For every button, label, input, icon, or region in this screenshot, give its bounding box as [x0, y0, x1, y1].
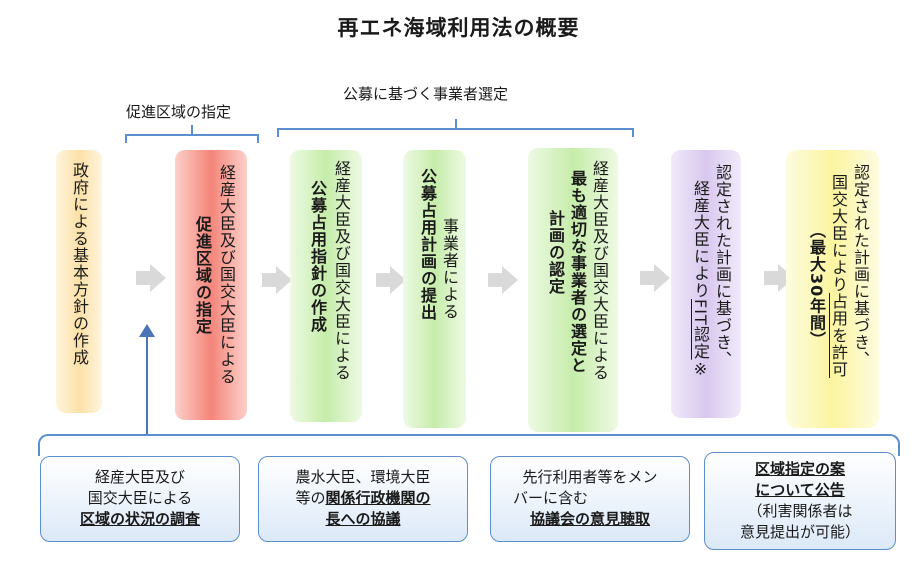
arrow-right-icon — [488, 266, 518, 294]
step-promotion-designation: 経産大臣及び国交大臣による 促進区域の指定 — [175, 150, 247, 420]
step-operator-selection: 経産大臣及び国交大臣による 最も適切な事業者の選定と 計画の認定 — [528, 148, 618, 432]
brace-label-promotion: 促進区域の指定 — [126, 103, 232, 121]
step-selection-line1: 経産大臣及び国交大臣による — [590, 160, 609, 381]
box-agency-consultation: 農水大臣、環境大臣 等の関係行政機関の 長への協議 — [258, 456, 468, 542]
step-plan-line1: 事業者による — [440, 218, 459, 320]
box-public-notice: 区域指定の案 について公告 （利害関係者は 意見提出が可能） — [704, 452, 896, 550]
step-basic-policy-line1: 政府による — [70, 162, 89, 247]
arrow-right-icon — [262, 266, 292, 294]
step-permit-line3: 占用を許可 — [829, 293, 848, 378]
box-council-line1: 先行利用者等をメン — [522, 468, 658, 486]
step-basic-policy-line2: 基本方針の作成 — [70, 247, 89, 366]
step-plan-line2: 公募占用計画の提出 — [418, 168, 437, 321]
box-area-survey: 経産大臣及び 国交大臣による 区域の状況の調査 — [40, 456, 240, 542]
step-fit-certification: 認定された計画に基づき、 経産大臣によりFIT認定※ — [671, 150, 741, 418]
bottom-brace — [38, 434, 900, 456]
box-consult-line3: 関係行政機関の — [325, 489, 431, 507]
arrow-right-icon — [136, 264, 166, 292]
up-arrow-icon — [139, 324, 155, 337]
step-fit-line3: FIT認定 — [691, 299, 710, 360]
step-occupancy-permit: 認定された計画に基づき、 国交大臣により占用を許可 （最大30年間） — [786, 150, 879, 428]
step-permit-line1: 認定された計画に基づき、 — [851, 164, 870, 368]
box-notice-line4: 意見提出が可能） — [739, 523, 860, 541]
brace-promotion — [125, 125, 259, 143]
step-promotion-line2: 促進区域の指定 — [193, 216, 212, 335]
step-fit-line1: 認定された計画に基づき、 — [713, 164, 732, 368]
step-promotion-line1: 経産大臣及び国交大臣による — [217, 164, 236, 385]
page-title: 再エネ海域利用法の概要 — [337, 16, 580, 40]
box-survey-line1: 経産大臣及び — [94, 468, 185, 486]
box-consult-line1: 農水大臣、環境大臣 — [295, 468, 431, 486]
box-notice-line2: について公告 — [755, 481, 845, 499]
brace-label-selection: 公募に基づく事業者選定 — [343, 85, 509, 103]
step-selection-line3: 計画の認定 — [546, 210, 565, 295]
step-permit-duration: （最大30年間） — [807, 222, 826, 349]
box-survey-line3: 区域の状況の調査 — [79, 510, 200, 528]
box-notice-line1: 区域指定の案 — [754, 460, 845, 478]
box-survey-line2: 国交大臣による — [87, 489, 193, 507]
brace-selection — [277, 119, 634, 137]
step-basic-policy: 政府による基本方針の作成 — [56, 150, 102, 413]
box-council-line2: バーに含む — [513, 489, 589, 507]
step-guideline-line1: 経産大臣及び国交大臣による — [332, 160, 351, 381]
step-guideline-line2: 公募占用指針の作成 — [308, 180, 327, 333]
step-permit-line2: 国交大臣により — [829, 174, 848, 293]
up-arrow-line — [146, 336, 148, 434]
box-council-hearing: 先行利用者等をメン バーに含む 協議会の意見聴取 — [490, 456, 690, 542]
step-fit-line2: 経産大臣により — [691, 180, 710, 299]
box-notice-line3: （利害関係者は — [747, 502, 853, 520]
step-plan-submission: 事業者による 公募占用計画の提出 — [403, 150, 466, 428]
step-fit-note: ※ — [691, 359, 710, 380]
arrow-right-icon — [640, 264, 670, 292]
step-guideline-creation: 経産大臣及び国交大臣による 公募占用指針の作成 — [290, 150, 362, 422]
arrow-right-icon — [376, 266, 406, 294]
step-selection-line2: 最も適切な事業者の選定と — [568, 170, 587, 374]
box-council-line3: 協議会の意見聴取 — [529, 510, 650, 528]
box-consult-line2: 等の — [295, 489, 326, 507]
box-consult-line4: 長への協議 — [325, 510, 401, 528]
